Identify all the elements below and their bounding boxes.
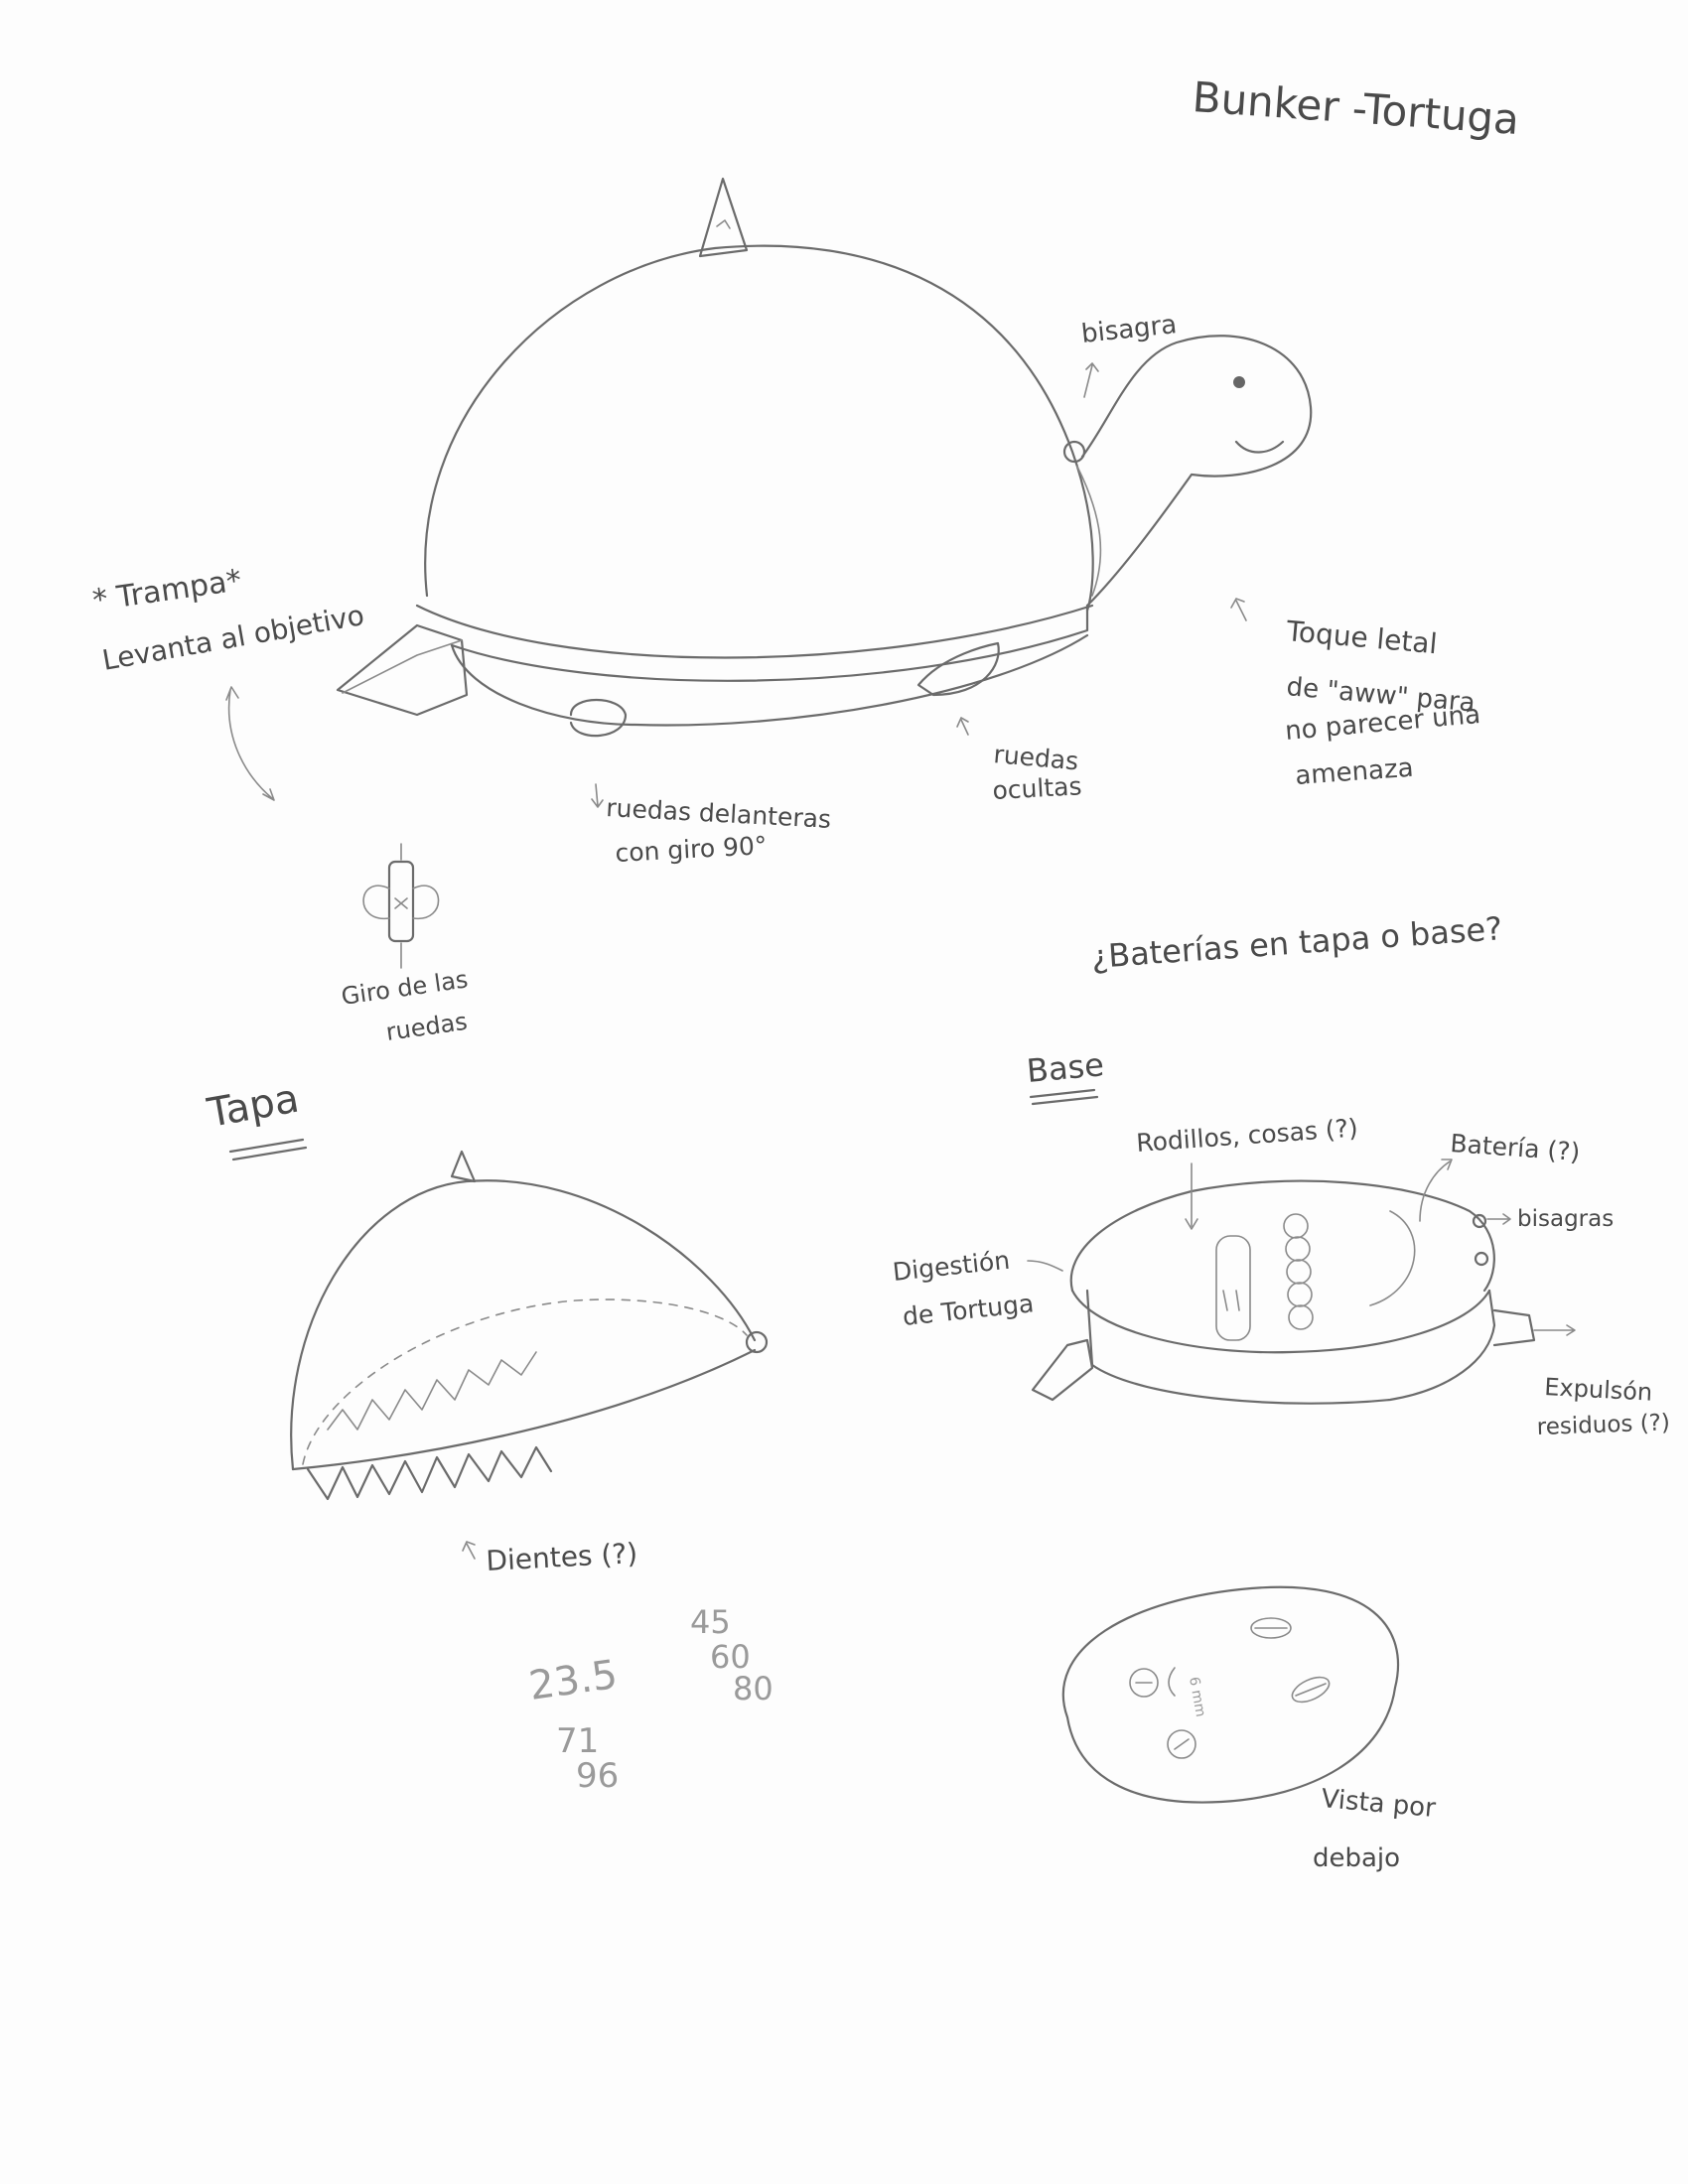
label-hinge: bisagra	[1080, 310, 1179, 349]
label-trap-title: * Trampa*	[90, 563, 243, 618]
label-wheel-turn-2: ruedas	[384, 1008, 469, 1046]
label-wheel-turn-1: Giro de las	[340, 965, 470, 1011]
wheel-rotation-drawing	[362, 843, 440, 969]
turtle-eye	[1233, 376, 1245, 388]
label-battery: Batería (?)	[1450, 1129, 1582, 1166]
label-lethal-1: Toque letal	[1284, 614, 1438, 660]
turtle-smile	[1234, 440, 1285, 454]
label-dimension: 6 mm	[1186, 1676, 1208, 1718]
turtle-head	[1080, 335, 1313, 608]
front-wheel	[569, 698, 628, 738]
base-heading: Base	[1025, 1045, 1105, 1090]
label-hidden-wheels-2: ocultas	[992, 771, 1082, 805]
scribble-1: 23.5	[526, 1652, 621, 1709]
hidden-wheel	[916, 641, 1000, 697]
label-expulsion-2: residuos (?)	[1536, 1410, 1670, 1440]
base-drawing	[1031, 1179, 1536, 1405]
tapa-heading: Tapa	[204, 1076, 303, 1137]
label-bottom-view-1: Vista por	[1320, 1784, 1437, 1824]
turtle-shell	[424, 244, 1094, 613]
scribble-5: 71	[556, 1721, 599, 1761]
turtle-main-drawing	[336, 177, 1313, 738]
label-rollers: Rodillos, cosas (?)	[1135, 1113, 1358, 1158]
label-lethal-4: amenaza	[1294, 753, 1414, 791]
label-front-wheels-1: ruedas delanteras	[606, 793, 832, 834]
hinge-circle	[1062, 440, 1086, 464]
label-teeth: Dientes (?)	[486, 1537, 638, 1577]
scribble-3: 60	[710, 1638, 751, 1676]
scribble-4: 80	[733, 1670, 774, 1707]
bottom-view-drawing	[1061, 1585, 1400, 1804]
label-hidden-wheels-1: ruedas	[992, 740, 1079, 775]
label-bottom-view-2: debajo	[1313, 1843, 1400, 1873]
scribbled-numbers: 23.5 45 60 80 71 96	[526, 1603, 774, 1796]
tapa-teeth	[306, 1445, 553, 1501]
label-digestion-2: de Tortuga	[902, 1289, 1036, 1331]
tapa-drawing	[290, 1150, 769, 1501]
page-title: Bunker -Tortuga	[1191, 72, 1520, 144]
shell-spike	[698, 177, 749, 258]
scribble-6: 96	[576, 1756, 619, 1796]
scribble-2: 45	[690, 1603, 731, 1641]
label-expulsion-1: Expulsón	[1544, 1373, 1653, 1407]
battery-question: ¿Baterías en tapa o base?	[1090, 909, 1503, 976]
label-front-wheels-2: con giro 90°	[615, 831, 768, 868]
label-hinges: bisagras	[1517, 1206, 1614, 1232]
label-digestion-1: Digestión	[892, 1246, 1012, 1287]
trap-flap	[336, 623, 469, 717]
